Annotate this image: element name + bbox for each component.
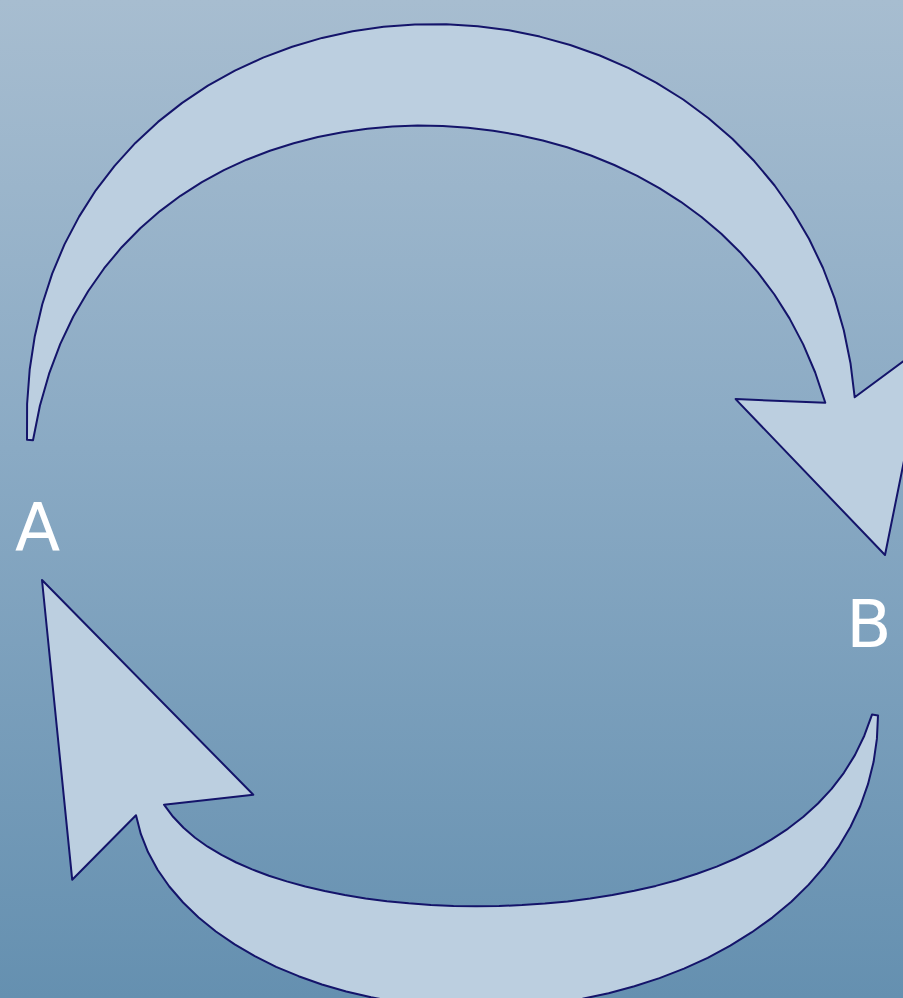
cycle-arrow bbox=[27, 24, 903, 555]
cycle-point: B bbox=[835, 555, 903, 715]
cycle-arrow bbox=[42, 580, 878, 998]
cycle-point: A bbox=[0, 440, 75, 580]
point-label: A bbox=[15, 495, 60, 561]
point-label: B bbox=[846, 592, 891, 658]
